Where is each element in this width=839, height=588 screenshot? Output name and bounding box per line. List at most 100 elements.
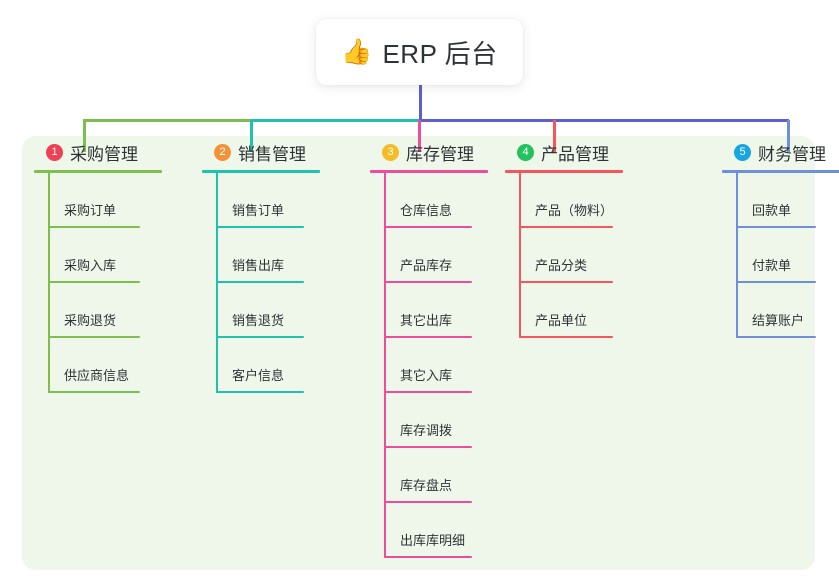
branch-item-label: 出库库明细 (400, 533, 466, 548)
branch-title: 财务管理 (758, 144, 826, 164)
branch-item-label: 销售订单 (232, 203, 285, 218)
branch-items: 产品（物料） 产品分类产品单位 (505, 173, 623, 338)
branch-item[interactable]: 库存调拨 (370, 393, 488, 448)
branch-column-4: 4 产品管理产品（物料） 产品分类产品单位 (505, 136, 623, 338)
branch-title: 产品管理 (541, 144, 609, 164)
branch-item[interactable]: 仓库信息 (370, 173, 488, 228)
branch-item-rule (519, 336, 613, 338)
branch-item[interactable]: 销售退货 (202, 283, 320, 338)
branch-item[interactable]: 采购订单 (34, 173, 162, 228)
branch-item-rule (519, 226, 613, 228)
branch-header-rule (202, 170, 320, 173)
branch-item-label: 产品分类 (535, 258, 588, 273)
branch-item-label: 其它入库 (400, 368, 453, 383)
branch-item-label: 产品单位 (535, 313, 588, 328)
branch-item[interactable]: 产品（物料） (505, 173, 623, 228)
branch-item[interactable]: 产品库存 (370, 228, 488, 283)
branch-item[interactable]: 销售订单 (202, 173, 320, 228)
branch-item[interactable]: 出库库明细 (370, 503, 488, 558)
branch-header-rule (722, 170, 839, 173)
branches-panel (22, 136, 815, 570)
branch-item[interactable]: 回款单 (722, 173, 839, 228)
branch-item-label: 其它出库 (400, 313, 453, 328)
branch-spine (384, 173, 386, 558)
branch-spine (519, 173, 521, 338)
branch-item-label: 回款单 (752, 203, 792, 218)
branch-item-label: 产品库存 (400, 258, 453, 273)
branch-item-rule (216, 226, 304, 228)
branch-item-label: 客户信息 (232, 368, 285, 383)
branch-item-rule (216, 391, 304, 393)
branch-item-rule (736, 281, 816, 283)
branch-number-badge: 5 (734, 143, 751, 161)
branch-items: 仓库信息产品库存其它出库其它入库库存调拨库存盘点出库库明细 (370, 173, 488, 558)
root-node[interactable]: 👍 ERP 后台 (316, 19, 523, 85)
branch-item-rule (519, 281, 613, 283)
branch-item[interactable]: 付款单 (722, 228, 839, 283)
branch-header-rule (34, 170, 162, 173)
branch-header-5[interactable]: 5 财务管理 (722, 136, 839, 168)
branch-item-label: 付款单 (752, 258, 792, 273)
branch-item[interactable]: 采购退货 (34, 283, 162, 338)
branch-item-rule (736, 336, 816, 338)
branch-item[interactable]: 产品单位 (505, 283, 623, 338)
branch-item-rule (216, 336, 304, 338)
branch-number-badge: 1 (46, 143, 63, 161)
branch-title: 库存管理 (406, 144, 474, 164)
branch-header-rule (505, 170, 623, 173)
branch-number-badge: 3 (382, 143, 399, 161)
root-title: ERP 后台 (382, 38, 498, 69)
branch-item-rule (384, 556, 472, 558)
branch-items: 采购订单采购入库采购退货供应商信息 (34, 173, 162, 393)
branch-item-rule (384, 446, 472, 448)
branch-items: 回款单付款单结算账户 (722, 173, 839, 338)
branch-item-rule (384, 501, 472, 503)
branch-item-rule (48, 226, 140, 228)
branch-item-label: 库存盘点 (400, 478, 453, 493)
branch-item-label: 采购退货 (64, 313, 117, 328)
branch-item[interactable]: 产品分类 (505, 228, 623, 283)
branch-item-label: 销售出库 (232, 258, 285, 273)
branch-header-2[interactable]: 2 销售管理 (202, 136, 320, 168)
thumbs-up-icon: 👍 (341, 37, 373, 66)
branch-spine (216, 173, 218, 393)
branch-number-badge: 4 (517, 143, 534, 161)
branch-item-rule (736, 226, 816, 228)
branch-item-label: 库存调拨 (400, 423, 453, 438)
branch-item[interactable]: 供应商信息 (34, 338, 162, 393)
branch-item-label: 采购入库 (64, 258, 117, 273)
branch-item-rule (384, 226, 472, 228)
branch-item-rule (48, 391, 140, 393)
branch-number-badge: 2 (214, 143, 231, 161)
branch-item-rule (48, 281, 140, 283)
branch-item-rule (48, 336, 140, 338)
branch-spine (736, 173, 738, 338)
branch-item[interactable]: 其它出库 (370, 283, 488, 338)
branch-item[interactable]: 采购入库 (34, 228, 162, 283)
branch-item-label: 销售退货 (232, 313, 285, 328)
branch-header-rule (370, 170, 488, 173)
branch-item-label: 结算账户 (752, 313, 805, 328)
branch-column-3: 3 库存管理仓库信息产品库存其它出库其它入库库存调拨库存盘点出库库明细 (370, 136, 488, 558)
branch-item[interactable]: 结算账户 (722, 283, 839, 338)
branch-item-rule (384, 391, 472, 393)
branch-item-rule (384, 281, 472, 283)
branch-item-label: 仓库信息 (400, 203, 453, 218)
branch-header-4[interactable]: 4 产品管理 (505, 136, 623, 168)
branch-item[interactable]: 其它入库 (370, 338, 488, 393)
branch-column-2: 2 销售管理销售订单销售出库销售退货客户信息 (202, 136, 320, 393)
branch-item[interactable]: 销售出库 (202, 228, 320, 283)
branch-title: 销售管理 (238, 144, 306, 164)
branch-item-label: 供应商信息 (64, 368, 130, 383)
branch-column-5: 5 财务管理回款单付款单结算账户 (722, 136, 839, 338)
branch-header-3[interactable]: 3 库存管理 (370, 136, 488, 168)
branch-item-rule (216, 281, 304, 283)
branch-item[interactable]: 客户信息 (202, 338, 320, 393)
branch-item[interactable]: 库存盘点 (370, 448, 488, 503)
branch-item-rule (384, 336, 472, 338)
branch-item-label: 采购订单 (64, 203, 117, 218)
